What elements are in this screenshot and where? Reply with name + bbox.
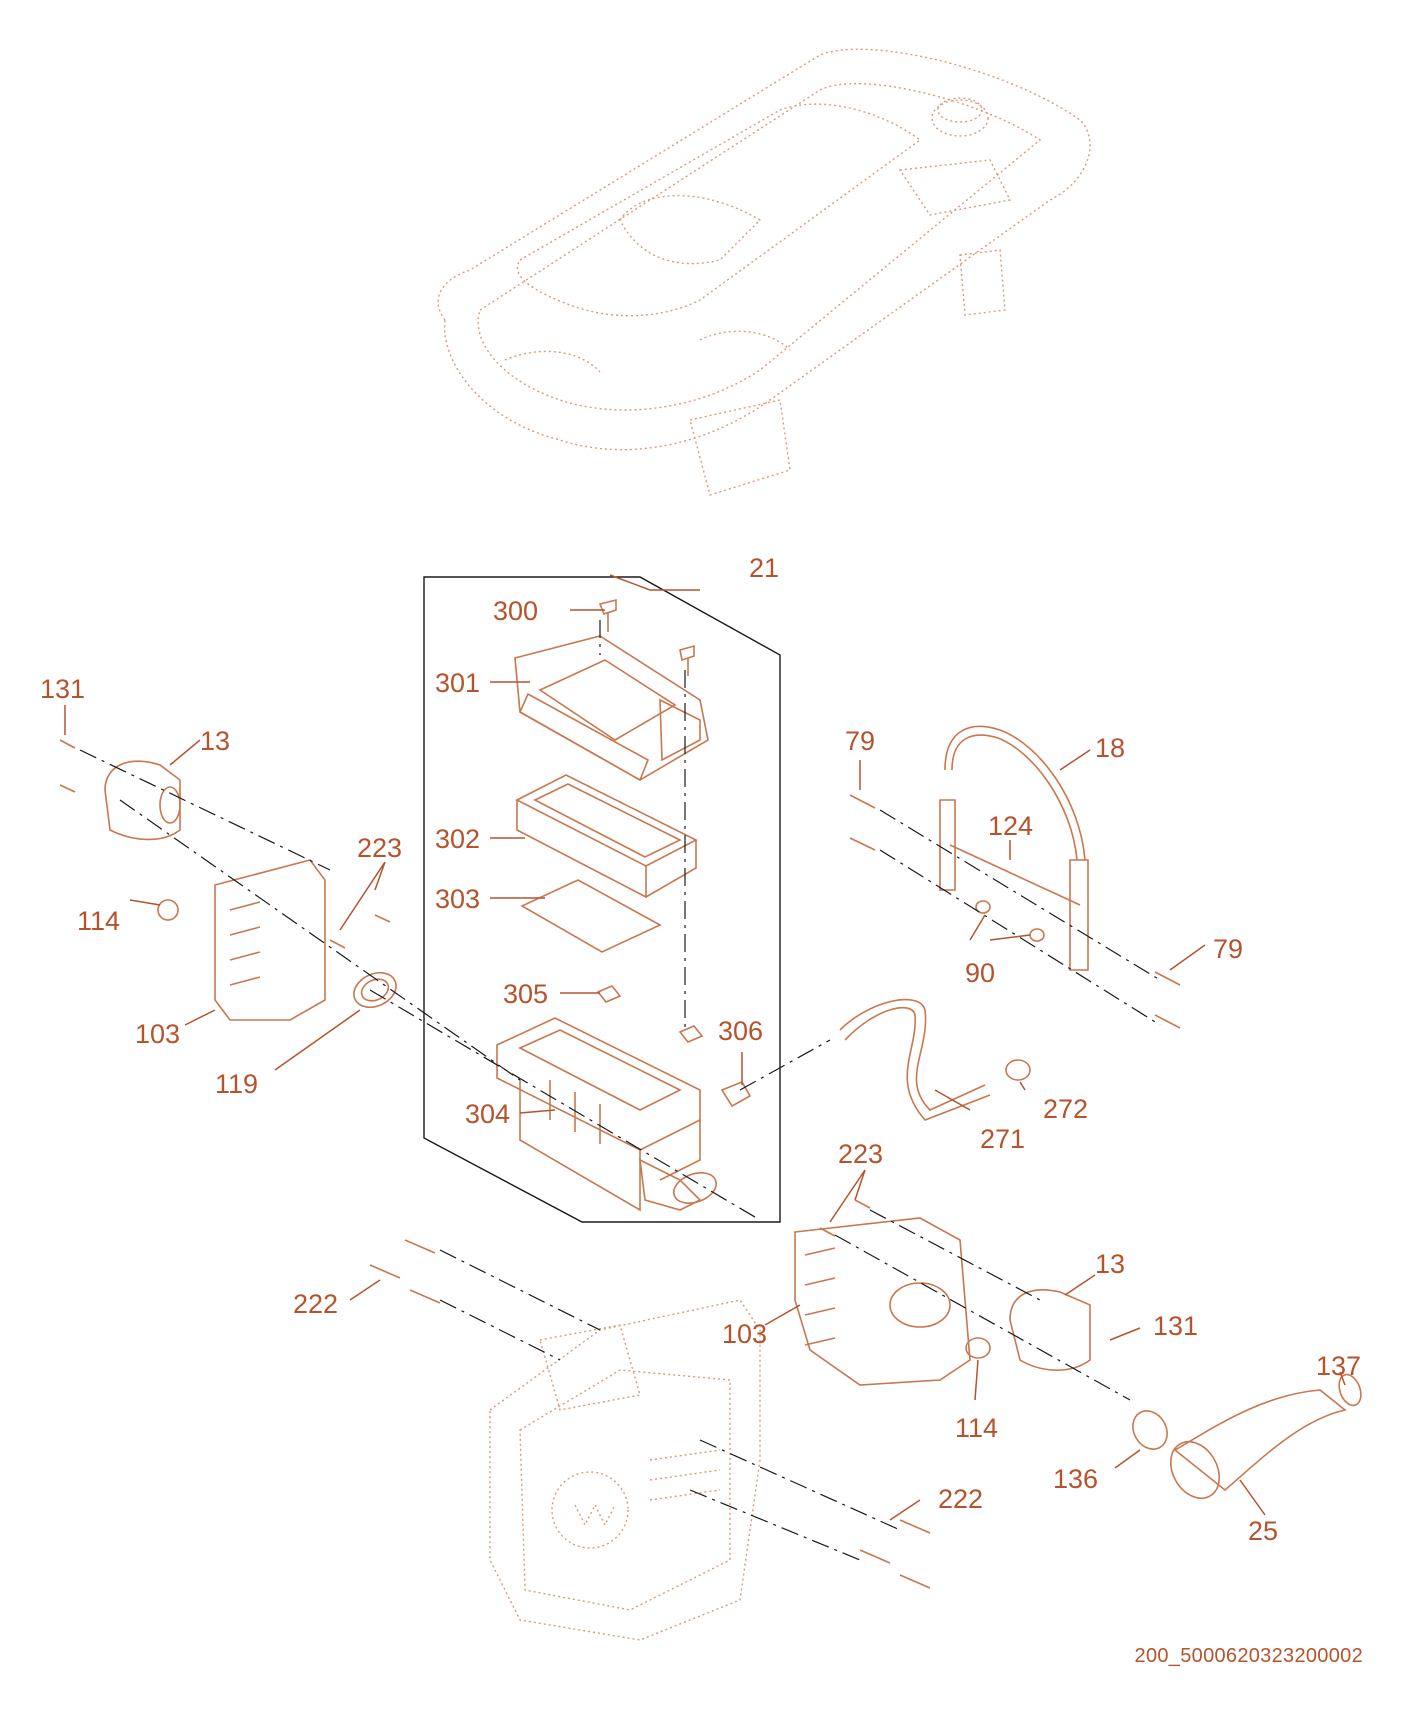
label-305: 305 bbox=[503, 979, 548, 1009]
screw-on-cover bbox=[679, 644, 695, 676]
label-103-right: 103 bbox=[722, 1319, 767, 1349]
label-79-bottom: 79 bbox=[1213, 934, 1243, 964]
label-13-right: 13 bbox=[1095, 1249, 1125, 1279]
label-103-left: 103 bbox=[135, 1019, 180, 1049]
label-222-right: 222 bbox=[938, 1484, 983, 1514]
label-114-left: 114 bbox=[77, 906, 120, 936]
handle-tank-assembly-ghost bbox=[437, 48, 1091, 496]
label-18: 18 bbox=[1095, 733, 1125, 763]
o-ring-272 bbox=[1005, 1059, 1031, 1081]
assembly-axis-lines bbox=[79, 620, 1161, 1561]
intake-elbow-25 bbox=[1132, 1373, 1362, 1500]
label-271: 271 bbox=[980, 1124, 1025, 1154]
filter-element bbox=[515, 774, 698, 899]
label-119: 119 bbox=[215, 1069, 258, 1099]
label-301: 301 bbox=[435, 668, 480, 698]
pre-filter-pad bbox=[520, 879, 662, 953]
bolts-222 bbox=[369, 1239, 931, 1589]
document-id: 200_5000620323200002 bbox=[1134, 1645, 1363, 1667]
label-124: 124 bbox=[988, 811, 1033, 841]
label-114-right: 114 bbox=[955, 1413, 998, 1443]
nut-90a bbox=[975, 900, 991, 914]
label-131-left: 131 bbox=[40, 674, 85, 704]
engine-block-ghost bbox=[489, 1299, 761, 1641]
label-21: 21 bbox=[749, 553, 779, 583]
label-137: 137 bbox=[1316, 1351, 1361, 1381]
label-90: 90 bbox=[965, 958, 995, 988]
label-303: 303 bbox=[435, 884, 480, 914]
bracket-18 bbox=[939, 725, 1089, 971]
label-222-left: 222 bbox=[293, 1289, 338, 1319]
clip-305 bbox=[596, 985, 622, 1003]
right-exhaust-assembly bbox=[794, 1199, 1091, 1386]
screw-300 bbox=[598, 598, 617, 632]
label-306: 306 bbox=[718, 1016, 763, 1046]
part-number-labels: 131 13 223 114 103 119 300 21 301 302 30… bbox=[40, 553, 1361, 1546]
label-223-right: 223 bbox=[838, 1139, 883, 1169]
air-filter-cover bbox=[514, 635, 709, 782]
hose-271-inner bbox=[844, 1006, 991, 1121]
air-filter-group-frame bbox=[423, 576, 781, 1223]
label-300: 300 bbox=[493, 596, 538, 626]
label-304: 304 bbox=[465, 1099, 510, 1129]
leader-lines bbox=[64, 574, 1346, 1521]
label-13-left: 13 bbox=[200, 726, 230, 756]
label-25: 25 bbox=[1248, 1516, 1278, 1546]
fitting-306 bbox=[720, 1080, 752, 1108]
label-302: 302 bbox=[435, 824, 480, 854]
label-272: 272 bbox=[1043, 1094, 1088, 1124]
label-79-top: 79 bbox=[845, 726, 875, 756]
label-131-right: 131 bbox=[1153, 1311, 1198, 1341]
bolts-79 bbox=[849, 794, 1181, 1029]
clip-305b bbox=[678, 1025, 704, 1043]
left-exhaust-assembly bbox=[59, 739, 397, 1021]
filter-housing bbox=[496, 1017, 718, 1212]
hose-271 bbox=[839, 998, 986, 1111]
label-136: 136 bbox=[1053, 1464, 1098, 1494]
label-223-left: 223 bbox=[357, 833, 402, 863]
nut-90b bbox=[1029, 928, 1045, 942]
